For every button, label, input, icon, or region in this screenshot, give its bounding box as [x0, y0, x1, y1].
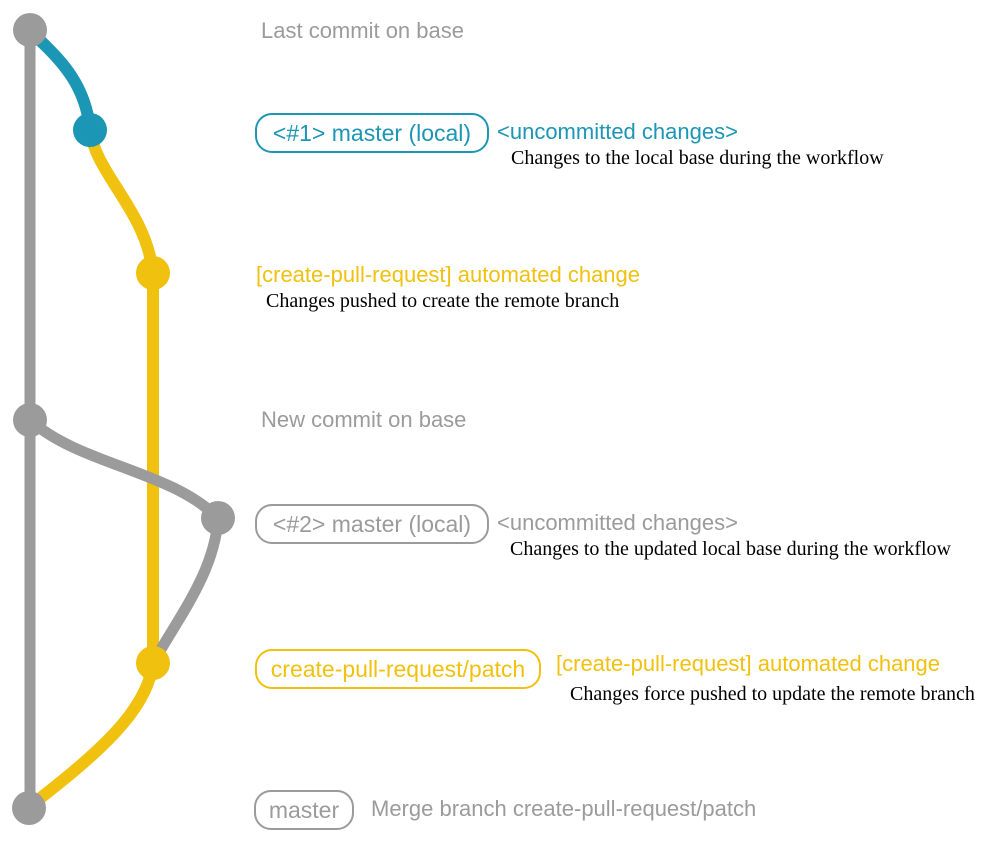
branch-label-patch: create-pull-request/patch [255, 649, 541, 689]
commit-message-automated-1: [create-pull-request] automated change [256, 262, 641, 287]
commit-message-automated-2: [create-pull-request] automated change [556, 651, 941, 676]
commit-description-uncommitted-1: Changes to the local base during the wor… [511, 147, 884, 169]
new-commit-heading: New commit on base [261, 407, 467, 432]
commit-message-uncommitted-1: <uncommitted changes> [497, 119, 738, 144]
branch-label-master-local-2: <#2> master (local) [255, 504, 489, 544]
commit-node-automated-change-2 [136, 646, 170, 680]
last-commit-heading: Last commit on base [261, 18, 464, 43]
master-local-to-patch-curve [147, 512, 224, 669]
commit-node-new-base [13, 403, 47, 437]
base-to-master-local-curve [24, 414, 224, 524]
patch-branch-merge-curve [23, 657, 159, 813]
commit-node-uncommitted-1 [73, 113, 107, 147]
branch-label-master: master [254, 790, 354, 830]
patch-branch-create-curve [84, 124, 159, 279]
branch-label-master-local-1: <#1> master (local) [255, 113, 489, 153]
commit-description-uncommitted-2: Changes to the updated local base during… [510, 538, 951, 560]
commit-message-merge: Merge branch create-pull-request/patch [371, 796, 757, 821]
commit-node-merge [12, 791, 46, 825]
git-graph [12, 13, 235, 825]
master-local-branch-curve [24, 24, 96, 136]
commit-message-uncommitted-2: <uncommitted changes> [497, 510, 738, 535]
commit-node-automated-change-1 [136, 256, 170, 290]
commit-description-automated-1: Changes pushed to create the remote bran… [266, 290, 620, 312]
commit-description-automated-2: Changes force pushed to update the remot… [570, 683, 975, 705]
commit-node-last-base [13, 13, 47, 47]
commit-node-uncommitted-2 [201, 501, 235, 535]
